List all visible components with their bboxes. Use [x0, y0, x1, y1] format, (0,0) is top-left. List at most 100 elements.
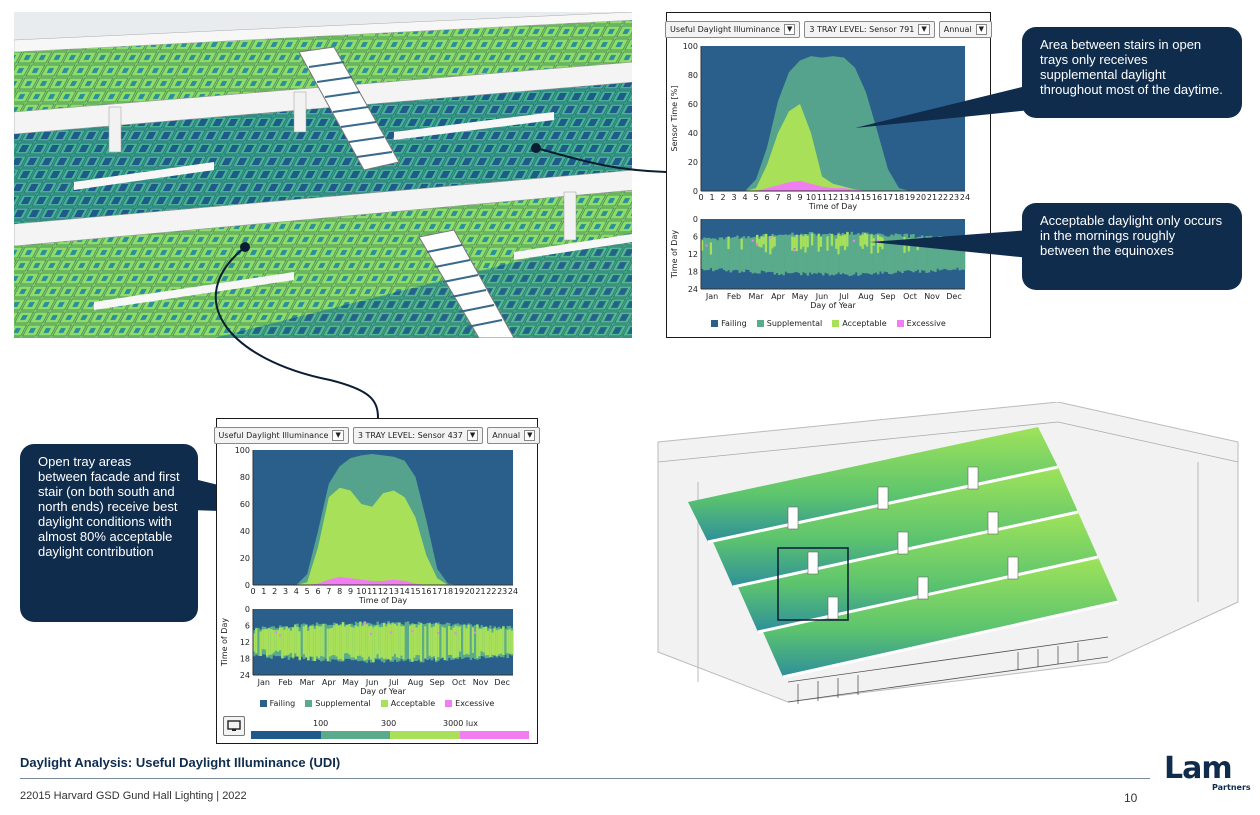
heatmap-cell-supplemental	[844, 234, 847, 275]
heatmap-cell-acceptable	[482, 627, 486, 653]
legend-item-supplemental: Supplemental	[756, 319, 822, 328]
heatmap-cell-supplemental	[857, 233, 860, 276]
y-tick-label: 60	[240, 500, 250, 509]
heatmap-cell-supplemental	[888, 236, 891, 274]
heatmap-cell-supplemental	[958, 237, 961, 271]
x-tick-label: 18	[894, 193, 904, 202]
x-tick-label: 17	[883, 193, 893, 202]
x-tick-label: 11	[367, 587, 377, 596]
heatmap-cell-supplemental	[896, 234, 900, 271]
y-tick-label: 40	[688, 129, 698, 138]
heatmap-cell-supplemental	[782, 234, 785, 276]
monitor-button[interactable]	[223, 716, 245, 736]
heatmap-cell-supplemental	[932, 238, 935, 272]
legend-item-acceptable: Acceptable	[380, 699, 435, 708]
x-tick-label: 12	[378, 587, 388, 596]
heatmap-y-axis-label: Time of Day	[220, 618, 229, 667]
metric-dropdown[interactable]: Useful Daylight Illuminance▼	[665, 21, 801, 38]
heatmap-cell-supplemental	[962, 240, 966, 270]
sensor-dropdown[interactable]: 3 TRAY LEVEL: Sensor 791▼	[804, 21, 935, 38]
x-tick-label: 5	[753, 193, 758, 202]
heatmap-cell-supplemental	[850, 231, 854, 276]
x-axis-label: Time of Day	[358, 596, 407, 605]
heatmap-cell-acceptable	[346, 624, 349, 654]
heatmap-cell-supplemental	[795, 234, 799, 272]
heatmap-cell-supplemental	[954, 240, 957, 270]
series-area-excessive	[701, 180, 965, 191]
heatmap-cell-acceptable	[419, 623, 423, 662]
x-tick-label: 5	[305, 587, 310, 596]
x-tick-label: 22	[938, 193, 948, 202]
heatmap-cell-acceptable	[804, 234, 807, 253]
period-dropdown[interactable]: Annual▼	[938, 21, 992, 38]
heatmap-x-tick-label: Aug	[858, 292, 874, 301]
footer-title: Daylight Analysis: Useful Daylight Illum…	[20, 755, 341, 770]
heatmap-cell-supplemental	[819, 235, 823, 274]
heatmap-cell-supplemental	[868, 234, 871, 274]
chevron-down-icon: ▼	[783, 24, 796, 35]
heatmap-cell-supplemental	[731, 237, 735, 271]
heatmap-cell-supplemental	[445, 622, 449, 661]
heatmap-cell-acceptable	[701, 240, 704, 251]
heatmap-x-tick-label: Jul	[388, 678, 399, 687]
x-tick-label: 11	[817, 193, 827, 202]
heatmap-cell-acceptable	[378, 627, 382, 659]
heatmap-cell-supplemental	[767, 236, 770, 273]
heatmap-y-tick-label: 0	[693, 215, 698, 224]
heatmap-cell-supplemental	[894, 233, 898, 273]
heatmap-cell-acceptable	[344, 626, 347, 654]
heatmap-cell-supplemental	[885, 236, 889, 273]
heatmap-cell-acceptable	[328, 628, 332, 657]
heatmap-cell-acceptable	[272, 630, 275, 653]
legend-top: Failing Supplemental Acceptable Excessiv…	[667, 319, 990, 328]
heatmap-cell-supplemental	[830, 233, 834, 275]
heatmap-x-axis-label: Day of Year	[360, 687, 406, 696]
heatmap-cell-supplemental	[936, 237, 939, 269]
metric-dropdown[interactable]: Useful Daylight Illuminance▼	[213, 427, 349, 444]
heatmap-cell-acceptable	[393, 624, 397, 654]
sensor-dropdown[interactable]: 3 TRAY LEVEL: Sensor 437▼	[352, 427, 484, 444]
x-tick-label: 9	[348, 587, 353, 596]
scale-label-100: 100	[313, 719, 329, 728]
heatmap-y-tick-label: 24	[240, 671, 250, 680]
y-tick-label: 60	[688, 100, 698, 109]
heatmap-cell-supplemental	[910, 234, 913, 272]
heatmap-cell-acceptable	[305, 625, 308, 658]
heatmap-cell-supplemental	[789, 234, 792, 274]
heatmap-x-tick-label: Oct	[903, 292, 917, 301]
heatmap-cell-acceptable	[298, 631, 301, 660]
x-tick-label: 1	[709, 193, 714, 202]
heatmap-cell-supplemental	[740, 237, 744, 272]
x-tick-label: 8	[786, 193, 791, 202]
heatmap-cell-acceptable	[331, 627, 334, 656]
x-tick-label: 24	[960, 193, 970, 202]
heatmap-cell-acceptable	[450, 629, 453, 655]
y-tick-label: 40	[240, 527, 250, 536]
heatmap-cell-supplemental	[703, 237, 706, 271]
heatmap-cell-supplemental	[762, 234, 766, 272]
heatmap-cell-acceptable	[387, 623, 390, 660]
heatmap-cell-supplemental	[822, 234, 825, 276]
heatmap-cell-acceptable	[793, 237, 796, 248]
heatmap-cell-acceptable	[802, 236, 805, 247]
heatmap-cell-supplemental	[879, 233, 882, 272]
heatmap-cell-excessive	[751, 239, 756, 242]
x-tick-label: 8	[337, 587, 342, 596]
heatmap-cell-acceptable	[259, 631, 262, 657]
heatmap-cell-supplemental	[839, 234, 843, 275]
y-axis-label: Sensor Time [%]	[670, 86, 679, 152]
x-tick-label: 10	[806, 193, 816, 202]
heatmap-cell-supplemental	[745, 238, 748, 270]
heatmap-cell-supplemental	[439, 624, 442, 659]
heatmap-y-axis-label: Time of Day	[670, 230, 679, 279]
x-tick-label: 6	[315, 587, 320, 596]
x-tick-label: 15	[861, 193, 871, 202]
legend-item-failing: Failing	[711, 319, 747, 328]
x-tick-label: 6	[764, 193, 769, 202]
heatmap-x-tick-label: Jun	[365, 678, 379, 687]
heatmap-y-tick-label: 24	[688, 285, 698, 294]
legend-item-acceptable: Acceptable	[832, 319, 887, 328]
heatmap-cell-acceptable	[435, 623, 438, 661]
heatmap-cell-supplemental	[921, 235, 924, 271]
period-dropdown[interactable]: Annual▼	[487, 427, 541, 444]
